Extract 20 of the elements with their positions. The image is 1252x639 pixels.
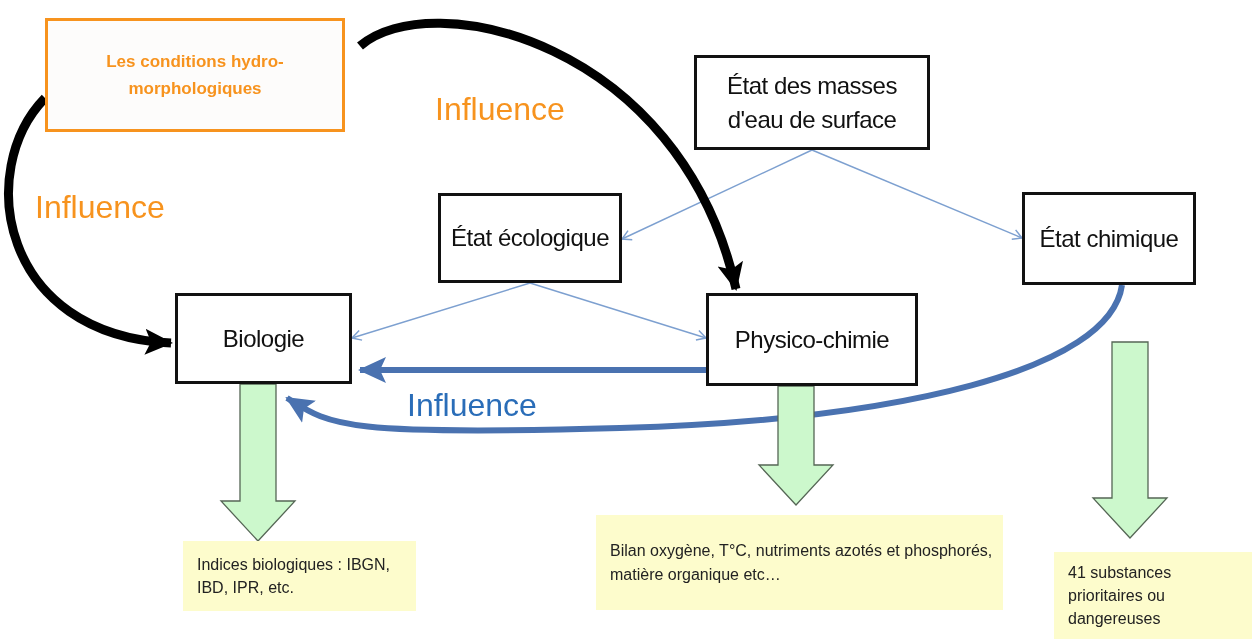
- source-box: Les conditions hydro-morphologiques: [45, 18, 345, 132]
- state-box: État des masses d'eau de surface: [694, 55, 930, 150]
- arrow: [351, 282, 531, 341]
- element-box: Biologie: [175, 293, 352, 384]
- block-arrow: [757, 385, 835, 506]
- block-arrow: [1091, 341, 1169, 539]
- curved-arrow: [357, 18, 741, 291]
- note-box: Bilan oxygène, T°C, nutriments azotés et phosphorés, matière organique etc…: [596, 515, 1003, 610]
- arrow: [621, 149, 813, 241]
- curved-arrow: [4, 95, 173, 353]
- state-box: État écologique: [438, 193, 622, 283]
- curved-arrow: [358, 357, 706, 383]
- arrow: [811, 149, 1023, 240]
- curved-arrow: [285, 284, 1125, 434]
- state-box: État chimique: [1022, 192, 1196, 285]
- note-box: Indices biologiques : IBGN, IBD, IPR, etc.: [183, 541, 416, 611]
- block-arrow: [219, 383, 297, 542]
- note-box: 41 substances prioritaires ou dangereuses: [1054, 552, 1252, 639]
- element-box: Physico-chimie: [706, 293, 918, 386]
- arrow: [529, 282, 707, 341]
